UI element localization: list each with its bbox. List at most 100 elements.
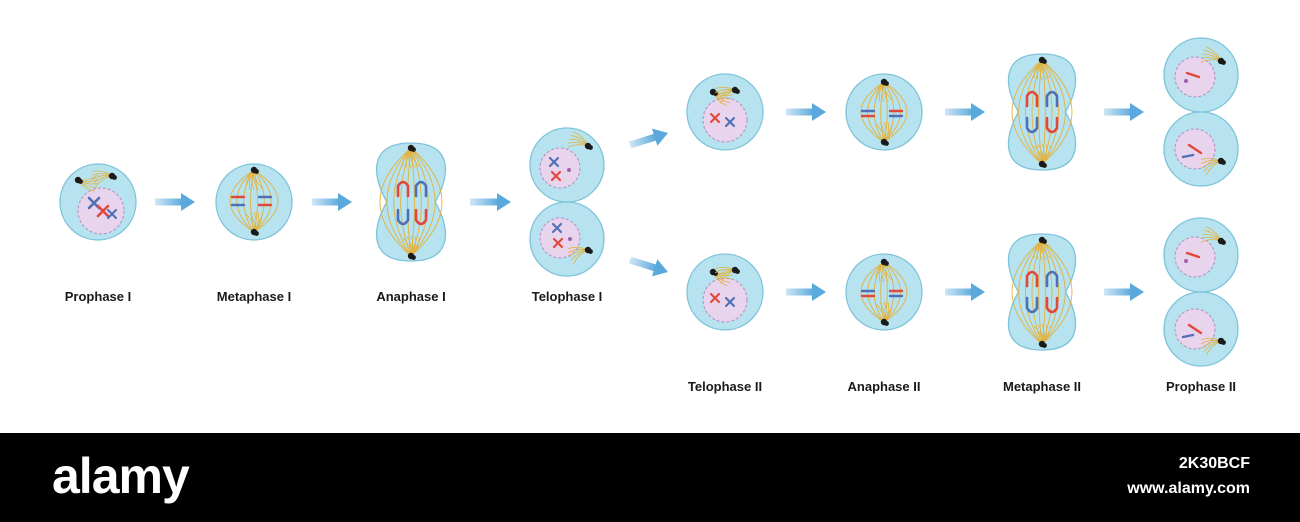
arrow — [786, 283, 826, 301]
chromosome — [1185, 71, 1201, 79]
spindle-fiber — [1018, 59, 1043, 165]
chromosome — [1045, 116, 1059, 134]
arrow-shaft — [155, 198, 183, 206]
arrow-shaft — [786, 108, 814, 116]
centrosome — [1033, 143, 1051, 168]
centrosome — [91, 170, 117, 188]
arrow-shaft — [628, 256, 658, 272]
nucleus — [1174, 56, 1216, 98]
spindle-fiber — [1025, 59, 1043, 165]
chromosome — [724, 296, 736, 308]
spindle-fiber — [860, 81, 885, 143]
label-metaphase-1: Metaphase I — [216, 289, 292, 304]
nucleus — [77, 187, 125, 235]
chromosome — [551, 222, 563, 234]
arrow-shaft — [945, 288, 973, 296]
spindle-fiber — [883, 81, 908, 143]
spindle-fiber — [407, 147, 412, 257]
spindle-fiber — [236, 169, 255, 233]
spindle-fiber — [1041, 239, 1073, 345]
centrosome — [74, 174, 99, 192]
nucleus — [702, 277, 748, 323]
arrow-shaft — [786, 288, 814, 296]
spindle-fiber — [1011, 239, 1043, 345]
chromosome — [709, 292, 721, 304]
spindle-fiber — [883, 261, 908, 323]
spindle-fiber — [1041, 239, 1066, 345]
spindle-fiber — [1018, 239, 1043, 345]
cell-membrane — [845, 73, 923, 151]
chromosome — [552, 237, 564, 249]
cell-anaphase-2 — [845, 73, 923, 151]
arrow-shaft — [312, 198, 340, 206]
cell-prophase-2 — [1163, 217, 1239, 367]
spindle-fiber — [410, 147, 422, 257]
spindle-fiber — [1041, 59, 1073, 165]
arrow — [1104, 283, 1144, 301]
chromosome — [1045, 90, 1059, 108]
spindle-fiber — [1025, 239, 1043, 345]
arrow — [786, 103, 826, 121]
chromosome — [1045, 296, 1059, 314]
meiosis-diagram: Prophase I Metaphase I Anaphase I Teloph… — [59, 37, 1239, 394]
cell-telophase-2 — [686, 253, 764, 331]
centrosome — [875, 121, 893, 146]
chromosome — [1025, 90, 1039, 108]
watermark-footer: alamy 2K30BCF www.alamy.com — [0, 433, 1300, 522]
spindle-fiber — [229, 169, 255, 233]
centrosome — [714, 266, 740, 285]
cell-metaphase-2 — [1007, 233, 1077, 351]
centrosome — [567, 131, 593, 150]
cell-prophase-2 — [1163, 37, 1239, 187]
centrosome — [1033, 323, 1051, 348]
spindle-fiber — [1038, 59, 1043, 165]
spindle-fiber — [410, 147, 443, 257]
arrow-head — [497, 193, 511, 211]
image-id: 2K30BCF — [1178, 455, 1250, 472]
spindle-fiber — [1041, 59, 1059, 165]
centrosome — [875, 78, 893, 103]
cell-telophase-2 — [686, 73, 764, 151]
dividing-cell-membrane — [1007, 53, 1077, 171]
nucleolus — [1184, 79, 1188, 83]
arrow — [470, 193, 511, 211]
nucleus — [1174, 236, 1216, 278]
spindle-fiber — [1031, 239, 1043, 345]
label-anaphase-2: Anaphase II — [847, 379, 921, 394]
dividing-cell-membrane — [1007, 233, 1077, 351]
spindle-fiber — [1041, 59, 1066, 165]
spindle-fiber — [379, 147, 412, 257]
arrow-shaft — [470, 198, 499, 206]
spindle-fiber — [400, 147, 412, 257]
arrow-head — [971, 103, 985, 121]
arrow-shaft — [1104, 288, 1132, 296]
centrosome — [1200, 46, 1226, 65]
arrow — [155, 193, 195, 211]
chromosome — [1025, 296, 1039, 314]
arrow — [628, 128, 668, 149]
arrow — [945, 103, 985, 121]
arrow-head — [651, 259, 668, 277]
label-prophase-1: Prophase I — [64, 289, 132, 304]
label-metaphase-2: Metaphase II — [1002, 379, 1082, 394]
cell-telophase-1 — [529, 127, 605, 277]
arrow-head — [812, 283, 826, 301]
spindle-fiber — [253, 169, 272, 233]
spindle-fiber — [1038, 239, 1043, 345]
centrosome — [567, 246, 593, 265]
centrosome — [1200, 157, 1226, 176]
label-telophase-1: Telophase I — [531, 289, 603, 304]
arrow-head — [181, 193, 195, 211]
chromosome — [709, 112, 721, 124]
arrow — [312, 193, 352, 211]
chromosome — [106, 208, 118, 220]
label-prophase-2: Prophase II — [1165, 379, 1237, 394]
website-url: www.alamy.com — [1127, 480, 1250, 497]
arrow-head — [1130, 103, 1144, 121]
chromosome — [1045, 270, 1059, 288]
chromosome — [414, 180, 428, 198]
arrow-head — [651, 128, 668, 146]
chromosome — [1025, 116, 1039, 134]
chromosome — [414, 208, 428, 226]
diagram-canvas — [59, 37, 1239, 367]
